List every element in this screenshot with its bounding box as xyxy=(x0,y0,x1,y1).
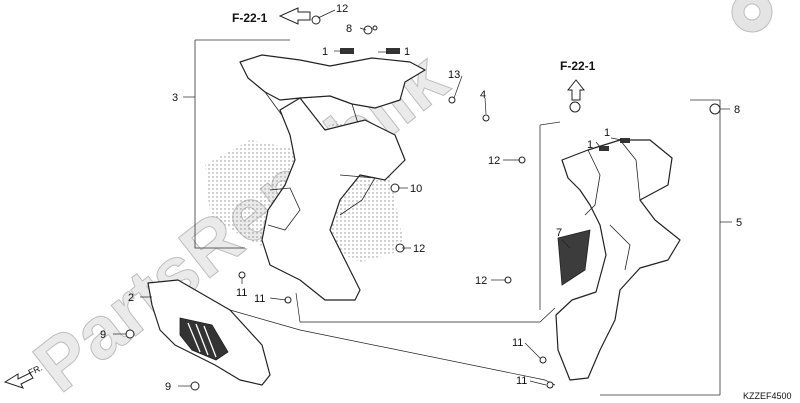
callout-2: 2 xyxy=(128,292,134,304)
inner-cover-upper xyxy=(239,54,426,109)
group-box-right-top xyxy=(539,121,561,126)
callout-12: 12 xyxy=(488,155,500,167)
grille-slots xyxy=(187,322,217,358)
callout-5: 5 xyxy=(736,217,742,229)
group-box-right xyxy=(690,99,721,395)
callout-4: 4 xyxy=(480,89,486,101)
ref-f22-right: F-22-1 xyxy=(560,59,596,73)
diagram-code: KZZEF4500 xyxy=(743,391,792,401)
callout-8: 8 xyxy=(346,23,352,35)
leader-lines xyxy=(113,9,732,387)
inner-cover-body-edge-2 xyxy=(339,174,376,216)
assembly-line-b xyxy=(229,309,556,386)
callout-11: 11 xyxy=(516,375,527,387)
front-arrow-icon xyxy=(3,372,34,389)
callout-13: 13 xyxy=(448,69,460,81)
seal-strip xyxy=(340,48,354,54)
callout-9: 9 xyxy=(100,329,106,341)
callout-1: 1 xyxy=(587,139,593,151)
callout-7: 7 xyxy=(556,227,562,239)
callout-12: 12 xyxy=(336,3,348,15)
callout-12: 12 xyxy=(413,243,425,255)
inner-cover-body-edge xyxy=(267,187,301,231)
seal-strip xyxy=(620,138,630,143)
inner-cover-right-crease-2 xyxy=(609,224,631,271)
callout-11: 11 xyxy=(254,293,265,305)
group-box-left xyxy=(194,40,245,249)
seal-strip xyxy=(599,146,609,151)
inner-cover-body xyxy=(261,97,406,301)
seal-strip xyxy=(386,48,400,54)
ref-f22-left: F-22-1 xyxy=(232,11,268,25)
callout-11: 11 xyxy=(236,287,247,299)
panel-part-7 xyxy=(557,229,591,286)
gear-icon xyxy=(731,0,773,33)
callout-8: 8 xyxy=(734,104,740,116)
callout-11: 11 xyxy=(512,337,523,349)
callout-12: 12 xyxy=(475,275,487,287)
lower-cover-grille xyxy=(179,317,229,361)
callout-1: 1 xyxy=(604,127,610,139)
callout-3: 3 xyxy=(172,92,178,104)
callout-9: 9 xyxy=(165,381,171,393)
callout-1: 1 xyxy=(322,46,328,58)
callout-1: 1 xyxy=(404,46,410,58)
callout-10: 10 xyxy=(410,183,422,195)
inner-cover-right-crease xyxy=(584,139,641,216)
ref-arrow-right xyxy=(566,79,586,101)
assembly-line-a xyxy=(295,292,556,323)
ref-arrow-left xyxy=(278,7,311,25)
inner-cover-right xyxy=(555,139,681,381)
